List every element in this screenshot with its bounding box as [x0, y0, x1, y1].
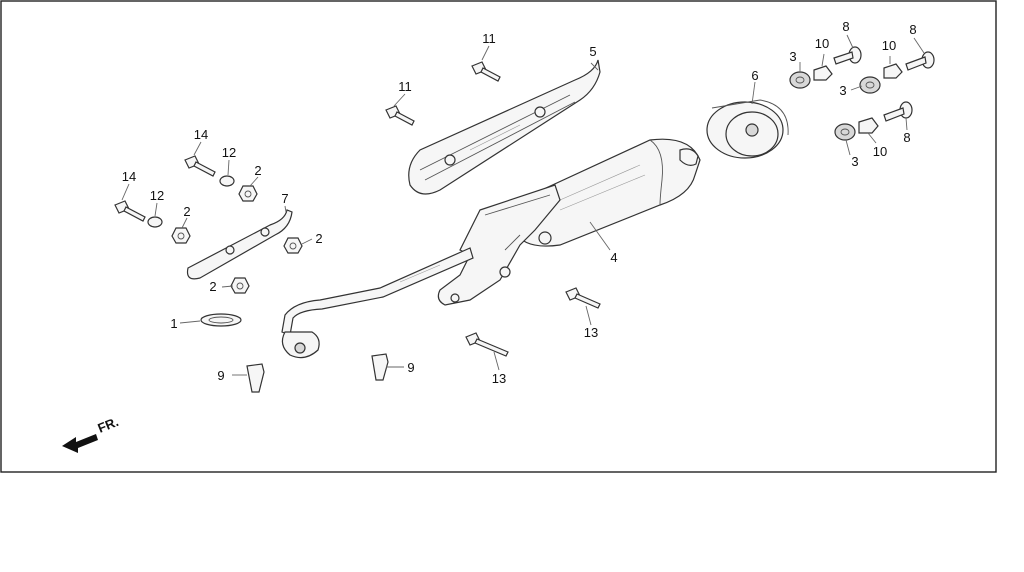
callout-7: 7 [281, 191, 288, 206]
screw-part [883, 101, 913, 122]
grommet-part [834, 123, 856, 141]
washer-part [219, 175, 235, 187]
grommet-part [859, 76, 881, 94]
bolt-part [385, 105, 415, 126]
clip-part [371, 353, 389, 381]
nut-part [171, 227, 191, 244]
callout-2: 2 [315, 231, 322, 246]
front-arrow-icon [62, 434, 98, 453]
exhaust-pipe [281, 247, 474, 359]
callout-8: 8 [909, 22, 916, 37]
screw-part [905, 51, 935, 71]
callout-10: 10 [815, 36, 829, 51]
nut-part [238, 185, 258, 202]
callout-3: 3 [789, 49, 796, 64]
clip-part [246, 363, 265, 393]
spacer-part [813, 65, 833, 81]
screw-part [833, 46, 862, 65]
callout-9: 9 [217, 368, 224, 383]
gasket-part [200, 313, 242, 327]
washer-part [147, 216, 163, 228]
nut-part [283, 237, 303, 254]
callout-12: 12 [222, 145, 236, 160]
leader-lines [121, 34, 925, 376]
callout-11: 11 [398, 79, 412, 94]
muffler-part [514, 138, 701, 247]
callout-1: 1 [170, 316, 177, 331]
bolt-part [184, 155, 216, 177]
spacer-part [858, 117, 879, 134]
bolt-part [465, 332, 509, 357]
callout-10: 10 [873, 144, 887, 159]
end-cap-part [706, 99, 789, 159]
gasket-inner [208, 316, 234, 324]
nut-part [230, 277, 250, 294]
callout-8: 8 [842, 19, 849, 34]
callout-2: 2 [183, 204, 190, 219]
callout-10: 10 [882, 38, 896, 53]
heat-shield-part [408, 59, 601, 195]
grommet-part [789, 71, 811, 89]
bracket-part [186, 209, 293, 280]
bolt-part [471, 61, 501, 82]
callout-13: 13 [492, 371, 506, 386]
callout-3: 3 [839, 83, 846, 98]
callout-11: 11 [482, 31, 496, 46]
callout-2: 2 [254, 163, 261, 178]
callout-14: 14 [122, 169, 136, 184]
bolt-part [565, 287, 601, 309]
front-direction-indicator: FR. [62, 414, 121, 453]
callout-labels: 1 2 2 2 2 3 3 3 4 5 6 7 8 8 8 9 9 10 10 … [122, 19, 917, 386]
callout-13: 13 [584, 325, 598, 340]
callout-9: 9 [407, 360, 414, 375]
callout-14: 14 [194, 127, 208, 142]
callout-3: 3 [851, 154, 858, 169]
muffler-bracket [437, 184, 561, 306]
callout-8: 8 [903, 130, 910, 145]
spacer-part [883, 63, 903, 79]
callout-6: 6 [751, 68, 758, 83]
callout-4: 4 [610, 250, 617, 265]
bolt-part [114, 200, 146, 222]
callout-12: 12 [150, 188, 164, 203]
callout-2: 2 [209, 279, 216, 294]
front-label: FR. [96, 414, 121, 436]
callout-5: 5 [589, 44, 596, 59]
